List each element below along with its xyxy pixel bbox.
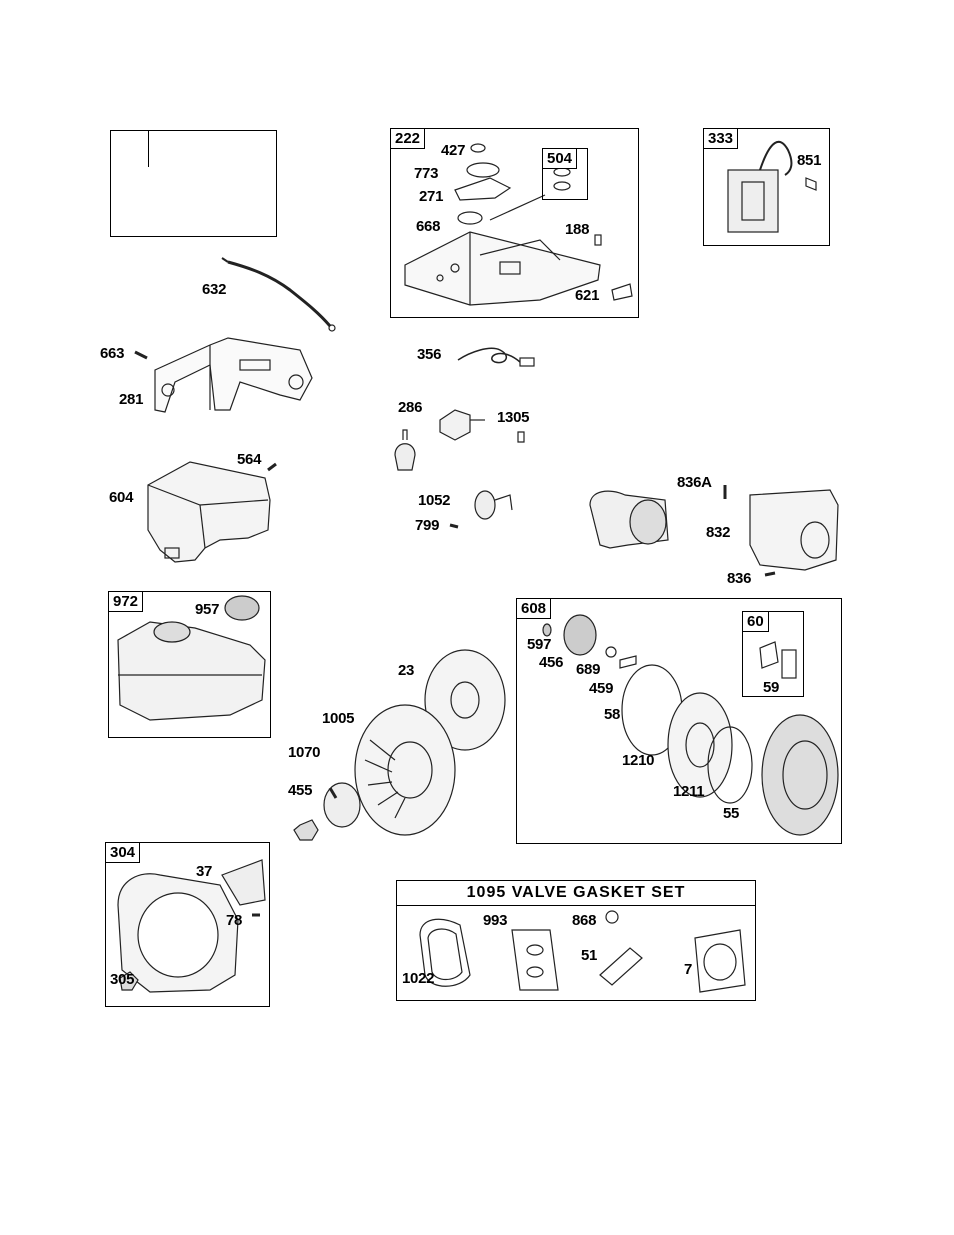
part-label-59: 59 [763, 680, 779, 695]
part-label-23: 23 [398, 663, 414, 678]
part-label-668: 668 [416, 219, 440, 234]
box-304-tag: 304 [106, 843, 140, 863]
part-label-305: 305 [110, 972, 134, 987]
part-label-597: 597 [527, 637, 551, 652]
box-504-tag: 504 [543, 149, 577, 169]
part-label-58: 58 [604, 707, 620, 722]
part-label-993: 993 [483, 913, 507, 928]
part-label-456: 456 [539, 655, 563, 670]
part-label-621: 621 [575, 288, 599, 303]
part-label-1005: 1005 [322, 711, 354, 726]
box-60-tag: 60 [743, 612, 769, 632]
box-333: 333 [703, 128, 830, 246]
part-label-1022: 1022 [402, 971, 434, 986]
part-label-836A: 836A [677, 475, 712, 490]
part-label-832: 832 [706, 525, 730, 540]
part-label-957: 957 [195, 602, 219, 617]
part-label-1305: 1305 [497, 410, 529, 425]
part-label-1210: 1210 [622, 753, 654, 768]
part-label-663: 663 [100, 346, 124, 361]
box-222-tag: 222 [391, 129, 425, 149]
part-label-851: 851 [797, 153, 821, 168]
part-label-604: 604 [109, 490, 133, 505]
part-label-271: 271 [419, 189, 443, 204]
part-label-55: 55 [723, 806, 739, 821]
part-label-564: 564 [237, 452, 261, 467]
blank-reference-box [110, 130, 277, 237]
box-972: 972 [108, 591, 271, 738]
box-divider [148, 131, 149, 167]
fuel-solenoid-drawing [450, 491, 512, 527]
part-label-836: 836 [727, 571, 751, 586]
part-label-427: 427 [441, 143, 465, 158]
part-label-1052: 1052 [418, 493, 450, 508]
part-label-7: 7 [684, 962, 692, 977]
part-label-868: 868 [572, 913, 596, 928]
part-label-37: 37 [196, 864, 212, 879]
part-label-78: 78 [226, 913, 242, 928]
ground-wire-drawing [458, 348, 534, 366]
part-label-455: 455 [288, 783, 312, 798]
valve-gasket-set-title: 1095 VALVE GASKET SET [397, 881, 755, 906]
part-label-188: 188 [565, 222, 589, 237]
air-shroud-drawing [148, 462, 276, 562]
part-label-51: 51 [581, 948, 597, 963]
part-label-356: 356 [417, 347, 441, 362]
part-label-689: 689 [576, 662, 600, 677]
box-504: 504 [542, 148, 588, 200]
box-608-tag: 608 [517, 599, 551, 619]
part-label-459: 459 [589, 681, 613, 696]
control-bracket-drawing [135, 338, 312, 412]
part-label-281: 281 [119, 392, 143, 407]
part-label-1070: 1070 [288, 745, 320, 760]
box-972-tag: 972 [109, 592, 143, 612]
part-label-799: 799 [415, 518, 439, 533]
box-333-tag: 333 [704, 129, 738, 149]
part-label-1211: 1211 [673, 784, 704, 799]
part-label-773: 773 [414, 166, 438, 181]
valve-gasket-set-box: 1095 VALVE GASKET SET [396, 880, 756, 1001]
part-label-286: 286 [398, 400, 422, 415]
part-label-632: 632 [202, 282, 226, 297]
throttle-cable-drawing [222, 258, 335, 331]
